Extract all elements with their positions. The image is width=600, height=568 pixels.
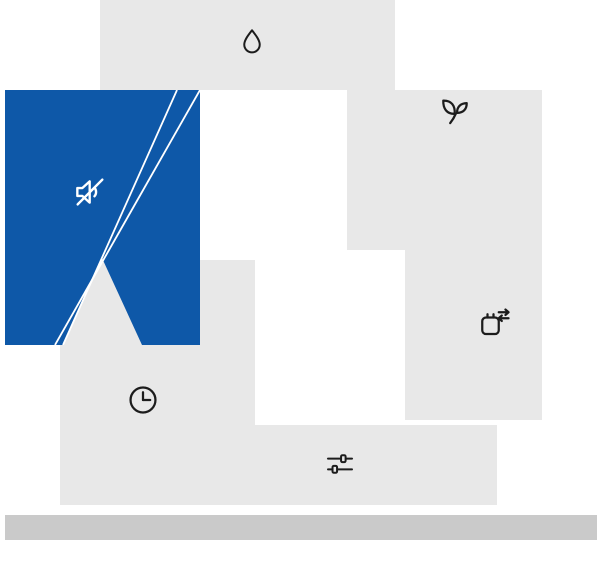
leaf-right [455, 102, 468, 115]
plug-prongs [486, 313, 495, 319]
leaf-icon[interactable] [437, 94, 473, 130]
bottom-bar [5, 515, 597, 540]
speaker-wave [93, 186, 98, 198]
ribbon-fold-line-2 [62, 89, 178, 346]
options-sliders-icon[interactable] [324, 448, 356, 480]
plug-swap-icon[interactable] [477, 304, 513, 340]
ribbon-fold-line-1 [54, 89, 201, 346]
mute-slash [76, 178, 104, 206]
swap-arrow-right [497, 308, 510, 317]
ribbon-shape [5, 89, 201, 346]
blue-ribbon-banner [5, 89, 201, 346]
ribbon-polygon [5, 90, 200, 345]
water-drop-icon[interactable] [236, 26, 268, 58]
right-upper-tile [347, 90, 542, 250]
drop-outline [243, 29, 261, 54]
slider-knob-bottom [331, 464, 339, 474]
speaker-body [76, 180, 91, 204]
slider-knob-top [340, 454, 347, 464]
speaker-mute-icon[interactable] [71, 173, 109, 211]
top-tile [100, 0, 395, 90]
swap-arrow-left [497, 314, 510, 323]
clock-icon[interactable] [125, 382, 161, 418]
right-lower-tile [405, 250, 542, 420]
bottom-middle-tile [200, 425, 497, 505]
leaf-stem [449, 112, 458, 125]
plug-body [481, 316, 500, 336]
clock-face [129, 386, 157, 414]
leaf-left [442, 99, 456, 115]
